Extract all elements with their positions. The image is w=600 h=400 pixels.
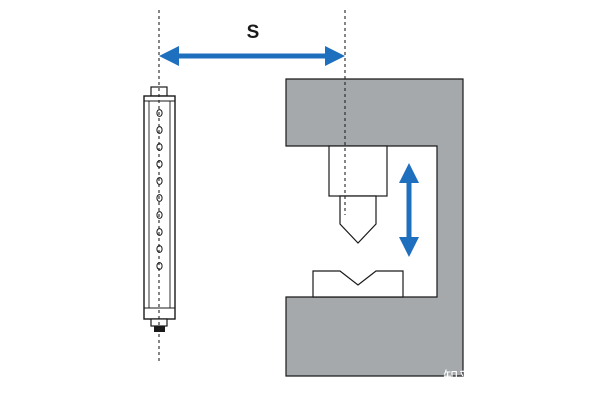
press-frame [285,78,464,377]
distance-label: S [247,22,260,43]
watermark-text: 知乎 @安全光栅科普 [443,368,583,386]
die-block [312,270,404,298]
press-ram [328,145,388,197]
press-machine [285,78,464,377]
light-curtain [143,86,176,332]
punch-tool [339,195,377,244]
